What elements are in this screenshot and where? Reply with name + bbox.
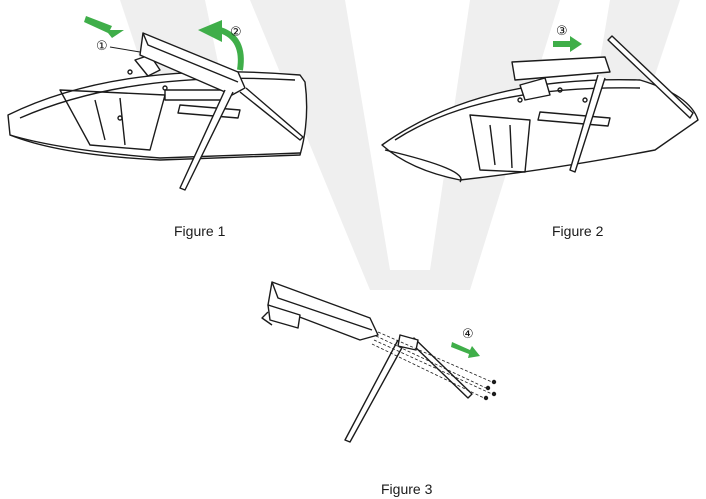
figure-3-caption: Figure 3	[381, 481, 433, 497]
step-4-arrow-icon	[451, 342, 480, 358]
figure-3-stand-arm	[267, 281, 379, 341]
figure-2-arrows	[553, 36, 582, 52]
figure-2-stand-arm	[511, 56, 611, 81]
figure-1-caption: Figure 1	[174, 223, 226, 239]
screw-icon	[491, 391, 497, 397]
figure-1-stand-leg-left	[179, 89, 234, 191]
screw-icon	[483, 395, 489, 401]
figure-1-illustration	[7, 32, 308, 191]
figure-2-monitor-back	[381, 78, 699, 181]
screw-icon	[485, 385, 491, 391]
step-3-label: ③	[556, 24, 568, 39]
figure-1-arrows	[84, 16, 244, 71]
figure-3-illustration	[261, 281, 473, 443]
step-1-label: ①	[96, 39, 108, 54]
figure-3-stand-leg-left	[344, 339, 405, 443]
figure-2-stand-leg-left	[569, 74, 606, 173]
figure-2-caption: Figure 2	[552, 223, 604, 239]
step-2-label: ②	[230, 25, 242, 40]
figure-2-stand-leg-right	[607, 35, 694, 119]
step-2-arrow-icon	[218, 27, 244, 71]
figure-1-stand-leg-right	[239, 87, 304, 141]
figure-3-screw-guides	[371, 331, 493, 399]
figure-3-screws	[483, 379, 497, 401]
figure-2-illustration	[381, 35, 699, 183]
step-3-arrow-icon	[553, 36, 582, 52]
screw-icon	[491, 379, 497, 385]
step-4-label: ④	[462, 327, 474, 342]
figure-3-arrows	[451, 342, 480, 358]
step-1-arrow-icon	[84, 16, 124, 38]
figure-1-monitor-back	[7, 71, 308, 161]
step-1-leader-line	[109, 46, 141, 53]
